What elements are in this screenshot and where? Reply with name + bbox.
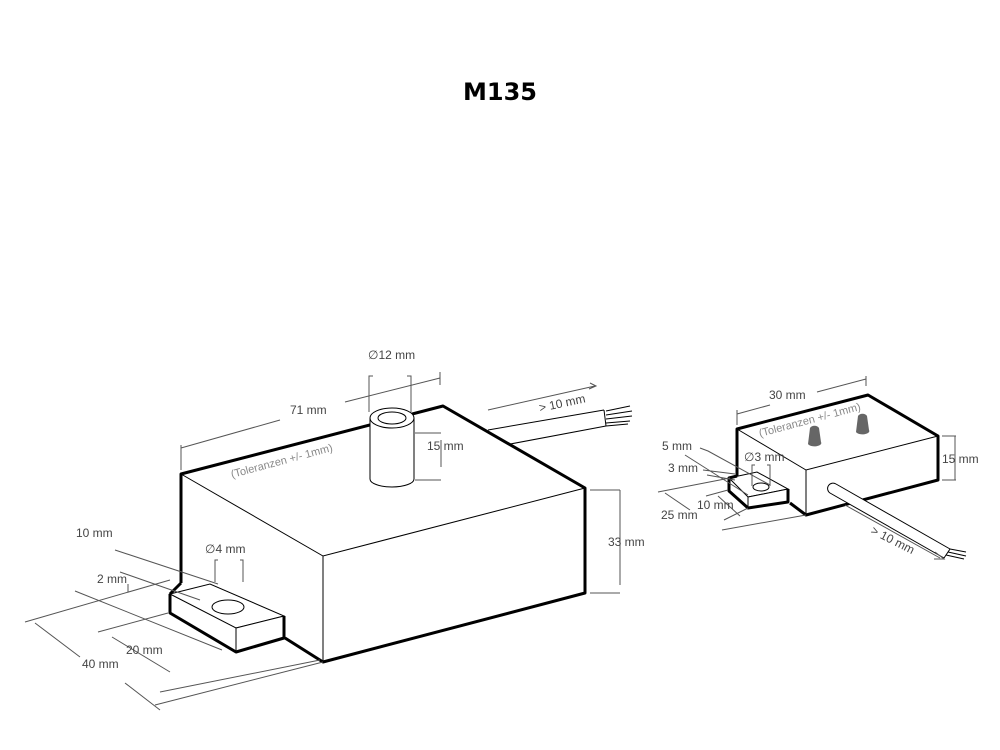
small-mounting-tab (727, 471, 790, 510)
small-mounting-hole (752, 482, 770, 492)
small-depth-label: 25 mm (661, 508, 698, 522)
small-knob-right (856, 413, 870, 435)
large-hole-diameter-label: ∅4 mm (205, 542, 245, 556)
large-mounting-hole (211, 599, 245, 615)
small-cable (827, 482, 967, 560)
large-tab-offset-label: 2 mm (97, 572, 127, 586)
large-post-height-label: 15 mm (427, 439, 464, 453)
large-cylinder-post (369, 407, 415, 488)
small-height-label: 15 mm (942, 452, 979, 466)
small-tab-offset-label: 3 mm (668, 461, 698, 475)
small-tab-length-label: 5 mm (662, 439, 692, 453)
large-mounting-tab (168, 583, 286, 654)
large-module: 71 mm (Toleranzen +/- 1mm) ∅12 mm 15 mm … (24, 348, 645, 711)
large-cable-label: > 10 mm (538, 391, 587, 414)
large-tab-length-label: 10 mm (76, 526, 113, 540)
large-depth-label: 40 mm (82, 657, 119, 671)
small-length-label: 30 mm (769, 388, 806, 402)
large-dimension-lines (24, 372, 621, 711)
small-knob-left (808, 425, 822, 447)
small-tab-width-label: 10 mm (697, 498, 734, 512)
large-cable (487, 405, 633, 446)
drawing-title: M135 (463, 78, 537, 106)
small-module: 30 mm (Toleranzen +/- 1mm) 15 mm ∅3 mm 5… (657, 376, 979, 560)
small-dimension-lines (657, 376, 956, 560)
small-hole-diameter-label: ∅3 mm (744, 450, 784, 464)
large-post-diameter-label: ∅12 mm (368, 348, 415, 362)
large-length-label: 71 mm (290, 403, 327, 417)
large-height-label: 33 mm (608, 535, 645, 549)
large-tab-width-label: 20 mm (126, 643, 163, 657)
